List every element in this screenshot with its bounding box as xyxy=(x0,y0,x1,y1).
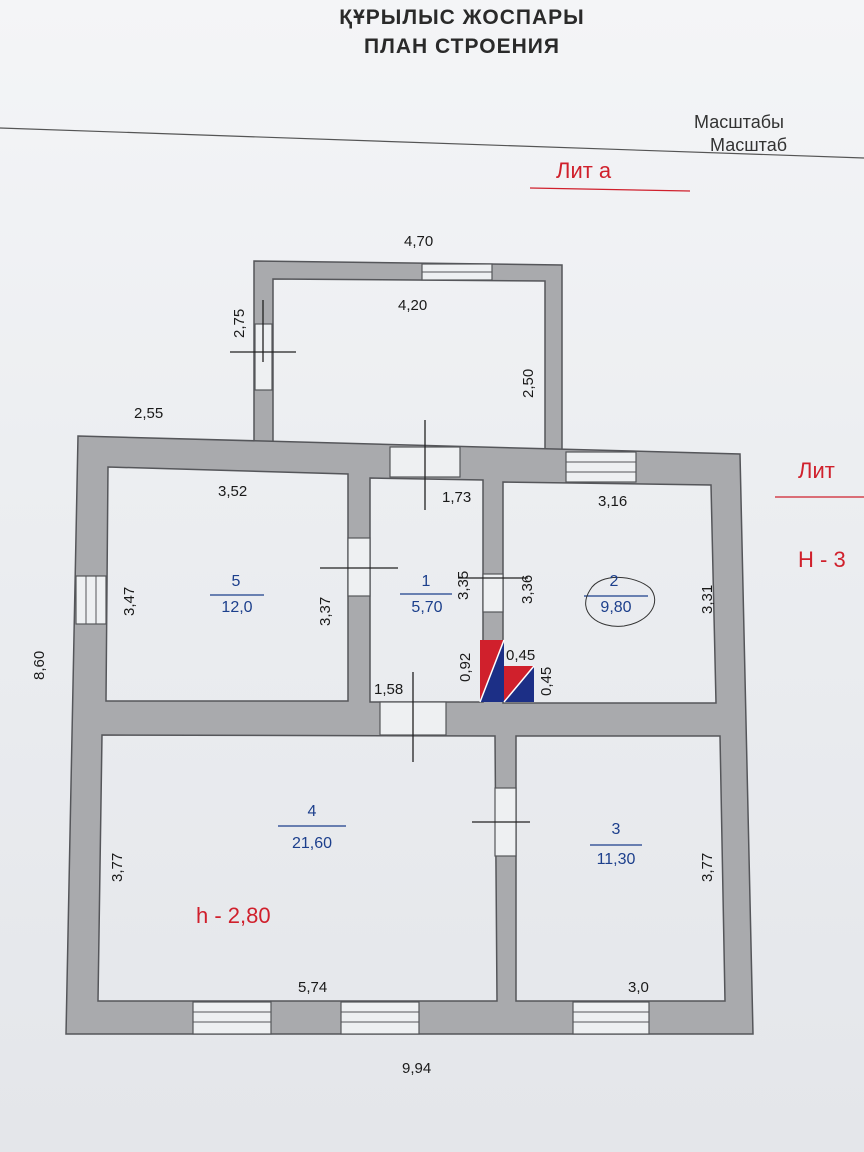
dim-top-outer: 4,70 xyxy=(404,233,433,250)
dim-stove-d: 0,45 xyxy=(538,667,555,696)
room4-area: 21,60 xyxy=(292,835,332,852)
header-rule xyxy=(0,127,864,159)
room2-area: 9,80 xyxy=(600,599,631,616)
window-room2-top xyxy=(565,451,637,483)
scale-label-ru: Масштаб xyxy=(710,135,788,155)
room2-pencil-circle xyxy=(585,576,656,627)
dim-r1-top: 1,73 xyxy=(442,489,471,506)
dim-annex-left: 2,75 xyxy=(231,309,248,338)
room1-number: 1 xyxy=(422,573,431,590)
room-labels: 5 12,0 1 5,70 2 9,80 4 21,60 3 11,30 xyxy=(221,573,635,868)
dim-annex-right: 2,50 xyxy=(520,369,537,398)
room4-number: 4 xyxy=(308,803,317,820)
dim-r2-left: 3,36 xyxy=(519,575,536,604)
dim-overall-width: 9,94 xyxy=(402,1060,431,1077)
stove xyxy=(479,639,535,703)
lit-right-label: Лит xyxy=(798,458,835,483)
dim-r2-top: 3,16 xyxy=(598,493,627,510)
window-mullions xyxy=(85,271,649,1023)
dim-r4-bottom: 5,74 xyxy=(298,979,327,996)
dim-r3-bottom: 3,0 xyxy=(628,979,649,996)
dim-r1-bottom: 1,58 xyxy=(374,681,403,698)
room3-area: 11,30 xyxy=(597,851,636,868)
dim-r5-right: 3,37 xyxy=(317,597,334,626)
dim-r3-right: 3,77 xyxy=(699,853,716,882)
dim-stove-w: 0,45 xyxy=(506,647,535,664)
room-height-label: h - 2,80 xyxy=(196,903,271,928)
window-room5-left xyxy=(75,575,107,625)
room3-number: 3 xyxy=(612,821,621,838)
dimension-labels: 4,70 4,20 2,55 3,52 1,73 3,16 1,58 0,45 … xyxy=(31,233,716,1077)
title-kazakh: ҚҰРЫЛЫС ЖОСПАРЫ xyxy=(339,6,585,29)
dim-stove-h: 0,92 xyxy=(457,653,474,682)
window-room4-bottom-right xyxy=(340,1001,420,1035)
lit-a-label: Лит а xyxy=(556,158,612,183)
door-marks xyxy=(230,300,530,823)
red-annotations: Лит а Лит Н - 3 h - 2,80 xyxy=(196,158,846,928)
room5-area: 12,0 xyxy=(221,599,252,616)
door-room1-room2 xyxy=(482,573,504,613)
room2-number: 2 xyxy=(610,573,619,590)
dim-r1-right: 3,35 xyxy=(455,571,472,600)
lit-a-underline xyxy=(529,187,691,192)
title-russian: ПЛАН СТРОЕНИЯ xyxy=(364,35,560,58)
dim-top-inner: 4,20 xyxy=(398,297,427,314)
dim-r5-left: 3,47 xyxy=(121,587,138,616)
scale-label-kz: Масштабы xyxy=(694,112,784,132)
room5-number: 5 xyxy=(232,573,241,590)
window-room4-bottom-left xyxy=(192,1001,272,1035)
annex-wall xyxy=(253,260,563,453)
dim-r2-right: 3,31 xyxy=(699,585,716,614)
height-right-label: Н - 3 xyxy=(798,547,846,572)
dim-overall-height: 8,60 xyxy=(31,651,48,680)
room-label-rules xyxy=(210,593,648,846)
walls xyxy=(65,260,754,1035)
room1-area: 5,70 xyxy=(411,599,442,616)
dim-left-offset: 2,55 xyxy=(134,405,163,422)
window-room3-bottom xyxy=(572,1001,650,1035)
dim-r5-width: 3,52 xyxy=(218,483,247,500)
door-room5-room1 xyxy=(347,537,371,597)
dim-r4-left: 3,77 xyxy=(109,853,126,882)
